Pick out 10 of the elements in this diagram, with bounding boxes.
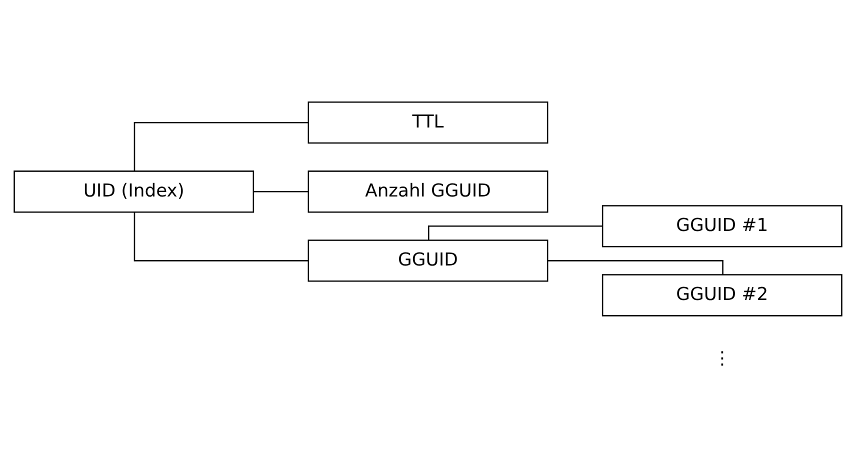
node-box: TTL [308,100,548,144]
node-box: GGUID #2 [602,274,842,316]
connector [254,190,308,192]
connector [134,212,308,261]
node-box: GGUID [308,239,548,282]
node-box: Anzahl GGUID [308,170,548,212]
node-box: GGUID #1 [602,204,842,247]
connector [134,121,308,170]
node-box: UID (Index) [14,170,254,212]
label: ⋮ [713,347,732,368]
